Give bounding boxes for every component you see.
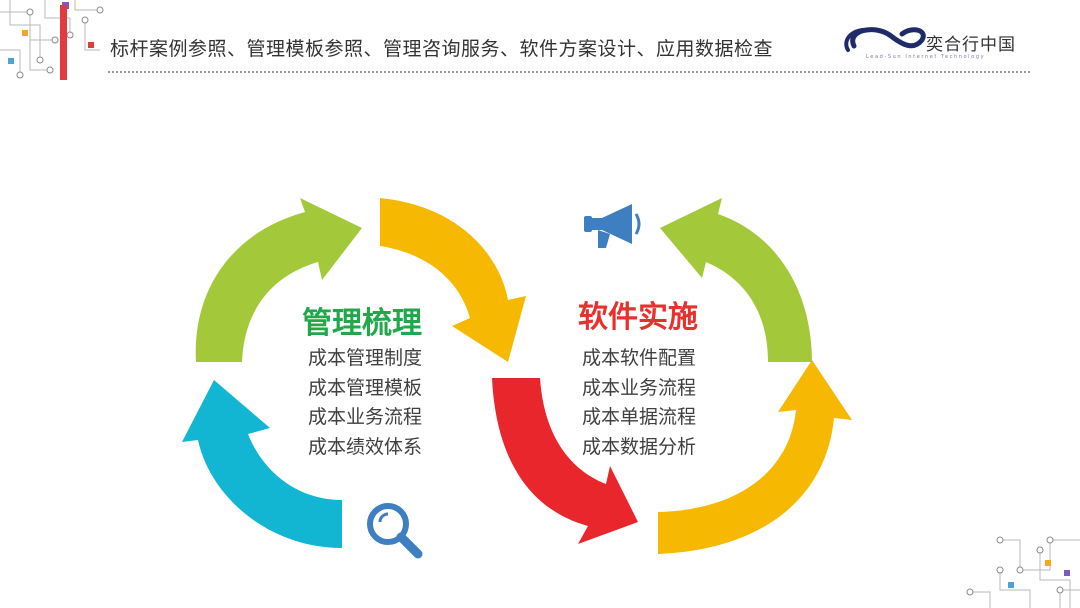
list-item: 成本业务流程 [582, 376, 697, 399]
circuit-decoration-bottom-right [966, 536, 1080, 608]
right-block-title: 软件实施 [578, 300, 698, 335]
yellow-arrow-top [380, 198, 526, 362]
list-item: 成本单据流程 [582, 406, 697, 428]
green-arrow-left [195, 198, 362, 362]
list-item: 成本数据分析 [582, 435, 697, 458]
green-arrow-right [660, 198, 812, 362]
page-title: 标杆案例参照、管理模板参照、管理咨询服务、软件方案设计、应用数据检查 [110, 38, 774, 60]
list-item: 成本软件配置 [582, 347, 697, 369]
list-item: 成本管理模板 [308, 376, 423, 399]
left-block-title: 管理梳理 [302, 306, 422, 341]
right-block-list: 成本软件配置 成本业务流程 成本单据流程 成本数据分析 [582, 344, 696, 462]
left-block-list: 成本管理制度 成本管理模板 成本业务流程 成本绩效体系 [308, 344, 422, 462]
red-arrow-center [492, 378, 638, 544]
yellow-arrow-right [658, 360, 852, 554]
circuit-decoration-top-left [0, 0, 104, 80]
list-item: 成本业务流程 [308, 406, 423, 428]
cyan-arrow-left [182, 380, 342, 548]
list-item: 成本绩效体系 [308, 435, 423, 458]
header-divider [108, 71, 1030, 73]
company-logo [844, 27, 926, 52]
logo-name: 奕合行中国 [926, 35, 1016, 55]
magnifier-icon [367, 503, 423, 559]
logo-subtitle: Lead-Sun Internet Technology [866, 54, 986, 60]
megaphone-icon [584, 204, 641, 248]
list-item: 成本管理制度 [308, 347, 423, 369]
